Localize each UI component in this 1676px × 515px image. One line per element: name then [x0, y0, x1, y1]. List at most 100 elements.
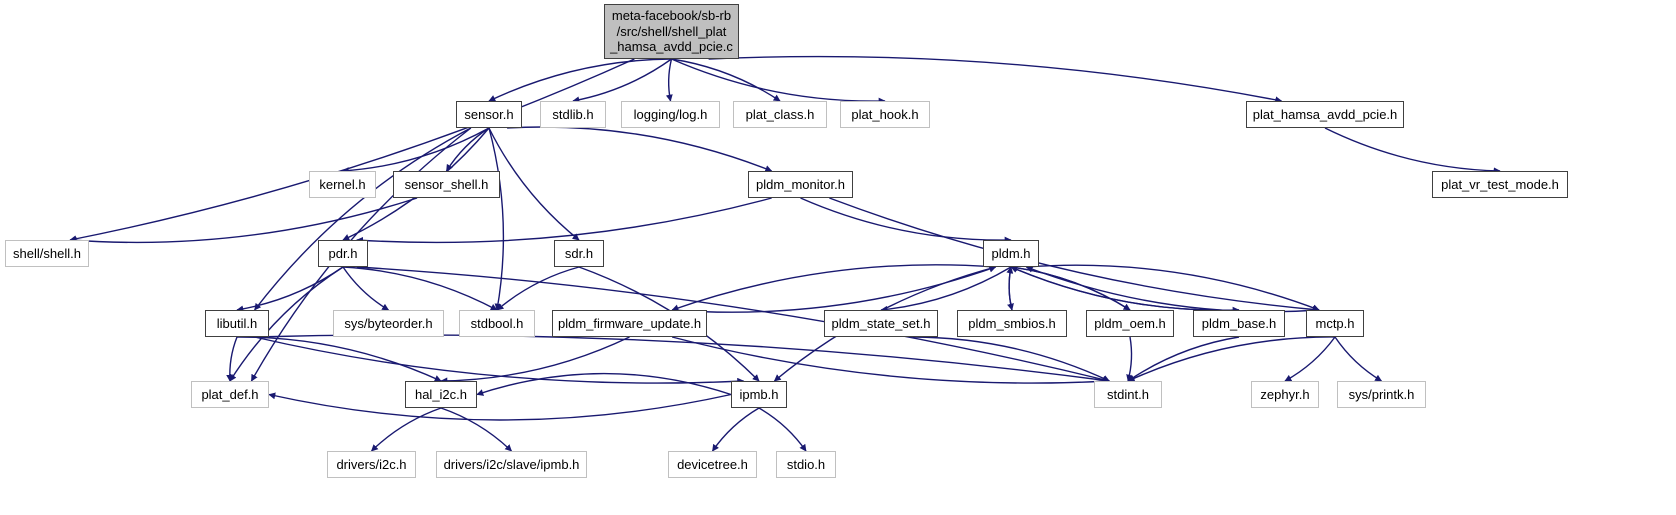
node-label: pldm.h: [991, 245, 1031, 261]
edge-root-to-plat-hamsa-avdd-pcie-h: [708, 55, 1283, 104]
node-drivers-i2c-h[interactable]: drivers/i2c.h: [327, 451, 416, 478]
node-label: ipmb.h: [739, 386, 779, 402]
edge-pldm-firmware-update-h-to-pldm-h: [672, 265, 997, 313]
node-plat-vr-test-mode-h[interactable]: plat_vr_test_mode.h: [1432, 171, 1568, 198]
edge-ipmb-h-to-devicetree-h: [711, 407, 760, 452]
node-label: stdint.h: [1107, 386, 1149, 402]
node-pldm-smbios-h[interactable]: pldm_smbios.h: [957, 310, 1067, 337]
node-sys-byteorder-h[interactable]: sys/byteorder.h: [333, 310, 444, 337]
node-label: plat_hamsa_avdd_pcie.h: [1252, 106, 1398, 122]
node-plat-hamsa-avdd-pcie-h[interactable]: plat_hamsa_avdd_pcie.h: [1246, 101, 1404, 128]
node-label: pldm_monitor.h: [756, 176, 845, 192]
edge-pldm-h-to-pldm-state-set-h: [880, 266, 1012, 313]
edge-sensor-h-to-sensor-shell-h: [445, 127, 490, 172]
edge-pldm-firmware-update-h-to-hal-i2c-h: [440, 336, 630, 385]
edge-sensor-h-to-kernel-h: [341, 127, 490, 175]
edge-pldm-base-h-to-stdint-h: [1127, 336, 1240, 382]
node-label: drivers/i2c/slave/ipmb.h: [443, 456, 580, 472]
node-devicetree-h[interactable]: devicetree.h: [668, 451, 757, 478]
node-stdint-h[interactable]: stdint.h: [1094, 381, 1162, 408]
edge-pldm-h-to-pldm-firmware-update-h: [671, 264, 996, 312]
node-plat-class-h[interactable]: plat_class.h: [733, 101, 827, 128]
node-label: pldm_firmware_update.h: [557, 315, 702, 331]
node-label: meta-facebook/sb-rb /src/shell/shell_pla…: [610, 8, 733, 55]
edge-root-to-plat-hook-h: [671, 58, 886, 105]
edge-sensor-shell-h-to-shell-shell-h: [69, 197, 418, 244]
edge-mctp-h-to-zephyr-h: [1284, 336, 1336, 382]
node-mctp-h[interactable]: mctp.h: [1306, 310, 1364, 337]
edge-pdr-h-to-libutil-h: [236, 266, 344, 313]
node-pldm-base-h[interactable]: pldm_base.h: [1193, 310, 1285, 337]
edge-pldm-monitor-h-to-pldm-h: [800, 197, 1012, 244]
node-drivers-i2c-slave-ipmb-h[interactable]: drivers/i2c/slave/ipmb.h: [436, 451, 587, 478]
node-label: mctp.h: [1315, 315, 1355, 331]
node-plat-def-h[interactable]: plat_def.h: [191, 381, 269, 408]
node-pldm-h[interactable]: pldm.h: [983, 240, 1039, 267]
node-ipmb-h[interactable]: ipmb.h: [731, 381, 787, 408]
node-sys-printk-h[interactable]: sys/printk.h: [1337, 381, 1426, 408]
edge-pldm-state-set-h-to-stdint-h: [912, 336, 1110, 382]
node-label: plat_class.h: [745, 106, 815, 122]
node-label: plat_vr_test_mode.h: [1441, 176, 1559, 192]
edge-libutil-h-to-ipmb-h: [254, 336, 745, 385]
edge-pldm-oem-h-to-pldm-h: [1010, 264, 1131, 311]
node-zephyr-h[interactable]: zephyr.h: [1251, 381, 1319, 408]
node-sensor-shell-h[interactable]: sensor_shell.h: [393, 171, 500, 198]
edge-root-to-logging-log-h: [665, 58, 673, 102]
node-label: logging/log.h: [633, 106, 708, 122]
edge-root-to-sensor-h: [488, 58, 672, 102]
node-label: plat_hook.h: [851, 106, 919, 122]
node-kernel-h[interactable]: kernel.h: [309, 171, 376, 198]
node-pldm-monitor-h[interactable]: pldm_monitor.h: [748, 171, 853, 198]
node-label: kernel.h: [319, 176, 366, 192]
node-label: pldm_oem.h: [1094, 315, 1166, 331]
edge-sensor-h-to-pldm-monitor-h: [507, 126, 773, 172]
edge-pdr-h-to-stdint-h: [356, 266, 1110, 383]
node-pdr-h[interactable]: pdr.h: [318, 240, 368, 267]
edge-root-to-stdlib-h: [572, 58, 672, 104]
edge-sensor-h-to-stdbool-h: [488, 127, 505, 311]
node-label: stdio.h: [786, 456, 826, 472]
edge-pdr-h-to-sys-byteorder-h: [342, 266, 390, 311]
edge-pldm-h-to-mctp-h: [1026, 264, 1320, 312]
node-logging-log-h[interactable]: logging/log.h: [621, 101, 720, 128]
edge-ipmb-h-to-hal-i2c-h: [476, 372, 732, 396]
edge-root-to-shell-shell-h: [69, 58, 635, 243]
node-label: sensor_shell.h: [404, 176, 489, 192]
edge-pldm-smbios-h-to-pldm-h: [1006, 266, 1014, 311]
node-stdlib-h[interactable]: stdlib.h: [540, 101, 606, 128]
edge-pdr-h-to-plat-def-h: [229, 266, 344, 382]
edge-plat-hamsa-avdd-pcie-h-to-plat-vr-test-mode-h: [1324, 127, 1501, 175]
node-shell-shell-h[interactable]: shell/shell.h: [5, 240, 89, 267]
edge-sensor-h-to-sdr-h: [488, 127, 580, 241]
edge-pdr-h-to-stdbool-h: [342, 266, 498, 311]
node-stdbool-h[interactable]: stdbool.h: [459, 310, 535, 337]
node-hal-i2c-h[interactable]: hal_i2c.h: [405, 381, 477, 408]
node-label: pldm_base.h: [1201, 315, 1277, 331]
node-label: sensor.h: [464, 106, 514, 122]
node-pldm-firmware-update-h[interactable]: pldm_firmware_update.h: [552, 310, 707, 337]
node-label: pldm_state_set.h: [831, 315, 931, 331]
node-label: drivers/i2c.h: [336, 456, 407, 472]
edge-ipmb-h-to-stdio-h: [758, 407, 807, 452]
node-label: sys/printk.h: [1348, 386, 1415, 402]
node-stdio-h[interactable]: stdio.h: [776, 451, 836, 478]
node-root[interactable]: meta-facebook/sb-rb /src/shell/shell_pla…: [604, 4, 739, 59]
node-label: devicetree.h: [677, 456, 748, 472]
node-sdr-h[interactable]: sdr.h: [554, 240, 604, 267]
edge-ipmb-h-to-plat-def-h: [268, 392, 732, 421]
edge-hal-i2c-h-to-drivers-i2c-slave-ipmb-h: [440, 407, 513, 452]
node-libutil-h[interactable]: libutil.h: [205, 310, 269, 337]
edge-pldm-monitor-h-to-mctp-h: [829, 197, 1320, 313]
node-pldm-oem-h[interactable]: pldm_oem.h: [1086, 310, 1174, 337]
edge-hal-i2c-h-to-drivers-i2c-h: [370, 407, 442, 452]
edge-root-to-plat-class-h: [671, 58, 781, 102]
edge-libutil-h-to-plat-def-h: [226, 336, 238, 382]
node-label: stdlib.h: [552, 106, 594, 122]
node-pldm-state-set-h[interactable]: pldm_state_set.h: [824, 310, 938, 337]
node-plat-hook-h[interactable]: plat_hook.h: [840, 101, 930, 128]
node-sensor-h[interactable]: sensor.h: [456, 101, 522, 128]
node-label: stdbool.h: [470, 315, 524, 331]
edge-mctp-h-to-sys-printk-h: [1334, 336, 1383, 382]
